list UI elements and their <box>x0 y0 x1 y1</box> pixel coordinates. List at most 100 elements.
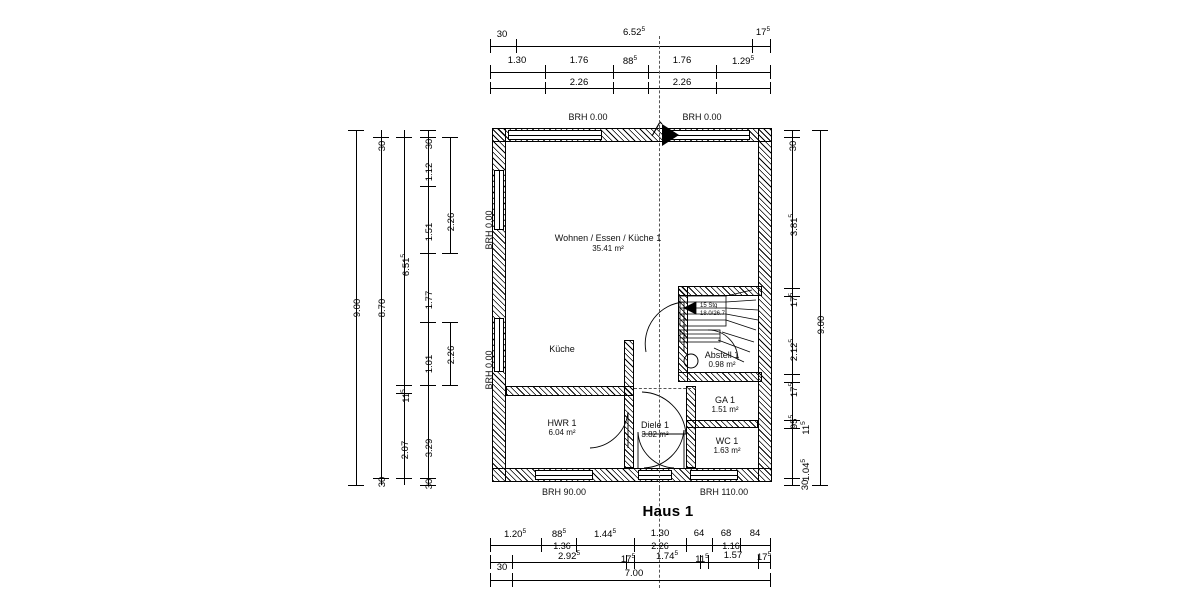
dim-left-30-bottom: 30 <box>377 477 388 488</box>
dim-bottom-17b: 175 <box>757 551 771 563</box>
axis-dash-bottom <box>659 488 660 588</box>
tick <box>686 538 687 552</box>
dim-value: 30 <box>496 29 508 40</box>
dim-sup: 5 <box>612 528 617 535</box>
tick <box>716 82 717 94</box>
window-line <box>664 135 750 136</box>
dim-value: 2.26 <box>651 541 669 551</box>
dim-top-652: 6.525 <box>623 26 645 38</box>
tick <box>770 555 771 569</box>
tick <box>420 186 436 187</box>
dim-bottom-116: 1.16 <box>722 541 740 551</box>
dim-value: 1.20 <box>503 529 523 541</box>
left-dim-line-chain <box>428 130 429 485</box>
dim-left-151: 1.51 <box>424 223 435 242</box>
wall-interior-hwr-east <box>624 340 634 468</box>
dim-value: 11 <box>801 424 813 435</box>
dim-bottom-130: 1.30 <box>651 528 670 539</box>
brh-value: BRH 0.00 <box>484 210 494 250</box>
room-area: 0.98 m² <box>708 360 736 370</box>
stair-riser: 18.0/26.7 <box>700 311 726 317</box>
dim-top-129: 1.295 <box>732 55 754 67</box>
dim-value: 3.29 <box>424 438 435 458</box>
room-area: 35.41 m² <box>592 244 624 254</box>
dim-left-900: 9.00 <box>352 299 363 318</box>
tick <box>812 485 828 486</box>
brh-left-lower: BRH 0.00 <box>484 350 494 389</box>
dim-top-226a: 2.26 <box>570 77 589 88</box>
tick <box>490 538 491 552</box>
tick <box>420 253 436 254</box>
dim-sup: 5 <box>788 414 795 419</box>
top-dim-line-2 <box>490 72 770 73</box>
dim-bottom-11: 115 <box>695 553 709 565</box>
dim-value: 88 <box>622 56 634 68</box>
tick <box>634 555 635 569</box>
dim-value: 9.00 <box>352 298 363 318</box>
window-line <box>535 475 593 476</box>
dim-sup: 5 <box>633 55 638 62</box>
tick <box>490 82 491 94</box>
bottom-dim-line-1 <box>490 545 770 546</box>
tick <box>420 478 436 479</box>
tick <box>490 555 491 569</box>
dim-value: 30 <box>496 562 508 573</box>
window-line <box>508 135 602 136</box>
dim-value: 2.92 <box>557 551 577 563</box>
tick <box>784 382 800 383</box>
dim-left-101: 1.01 <box>424 355 435 374</box>
stair-count-label: 15 Stg <box>700 303 717 309</box>
tick <box>770 82 771 94</box>
dim-bottom-292: 2.925 <box>558 550 580 562</box>
tick <box>770 538 771 552</box>
room-area: 1.63 m² <box>713 446 741 456</box>
tick <box>373 478 389 479</box>
tick <box>420 322 436 323</box>
dim-value: 30 <box>800 479 811 491</box>
dim-bottom-174: 1.745 <box>656 550 678 562</box>
brh-left-upper: BRH 0.00 <box>484 210 494 249</box>
brh-bottom-left: BRH 90.00 <box>542 487 586 497</box>
dim-value: 6.52 <box>622 27 642 39</box>
dim-value: 95 <box>789 418 801 430</box>
dim-value: 17 <box>755 27 767 39</box>
brh-value: BRH 0.00 <box>484 350 494 390</box>
dim-bottom-30: 30 <box>497 562 508 573</box>
brh-value: BRH 0.00 <box>568 112 608 122</box>
stair-count: 15 Stg <box>700 303 718 309</box>
tick <box>740 538 741 552</box>
tick <box>490 65 491 79</box>
door-swing-stair <box>644 301 685 353</box>
tick <box>348 485 364 486</box>
axis-dash-top <box>659 36 660 128</box>
room-label-kueche: Küche <box>549 344 575 354</box>
dim-sup: 5 <box>705 553 709 560</box>
tick <box>512 555 513 569</box>
tick <box>545 82 546 94</box>
tick <box>490 39 491 53</box>
window-line <box>499 170 500 230</box>
tick <box>812 130 828 131</box>
dim-value: 2.26 <box>569 77 589 88</box>
dim-left-651: 6.515 <box>400 254 412 276</box>
axis-dash-vertical <box>659 128 660 488</box>
tick <box>784 478 800 479</box>
tick <box>770 573 771 587</box>
top-dim-line-1 <box>490 46 770 47</box>
dim-right-30-top: 30 <box>788 141 799 152</box>
tick <box>634 538 635 552</box>
tick <box>442 253 458 254</box>
tick <box>708 555 709 569</box>
dim-right-381: 3.815 <box>788 214 800 236</box>
dim-sup: 5 <box>522 528 527 535</box>
bottom-dim-line-4 <box>490 580 770 581</box>
dim-value: 11 <box>695 554 706 566</box>
dim-value: 1.12 <box>424 162 435 182</box>
dim-top-130: 1.30 <box>508 55 527 66</box>
tick <box>784 288 800 289</box>
room-name: WC 1 <box>715 436 739 446</box>
dim-value: 1.51 <box>424 222 435 242</box>
dim-bottom-64: 64 <box>694 528 705 539</box>
door-swing-diele <box>637 431 675 469</box>
